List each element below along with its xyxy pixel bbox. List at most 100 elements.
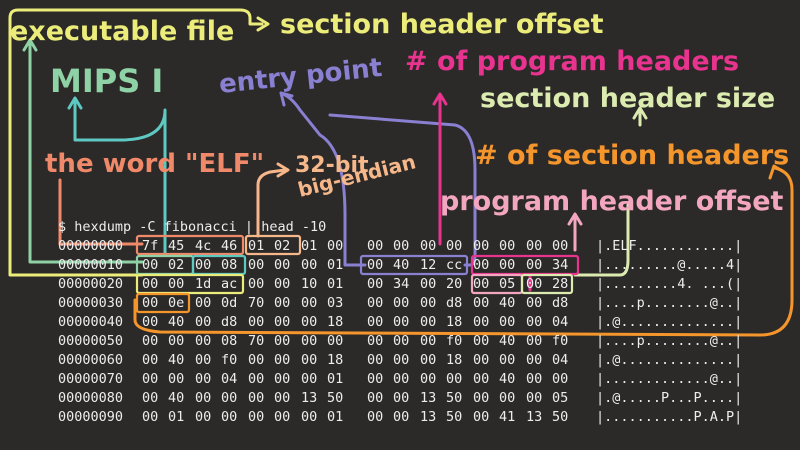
- hex-offset: 00000020: [58, 276, 123, 292]
- hex-byte: 70: [248, 333, 264, 349]
- hex-byte: 00: [142, 390, 158, 406]
- hex-byte: 00: [195, 371, 211, 387]
- hex-byte: 1d: [195, 276, 211, 292]
- hex-byte: 00: [221, 390, 237, 406]
- hex-byte: 00: [526, 352, 542, 368]
- hex-byte: 00: [473, 314, 489, 330]
- hex-byte: 00: [393, 352, 409, 368]
- hex-byte: ac: [221, 276, 237, 292]
- hex-byte: d8: [221, 314, 237, 330]
- arrowhead-section-header-size: [632, 106, 648, 120]
- hex-byte: 00: [168, 276, 184, 292]
- hex-ascii: |....p........@..|: [596, 295, 742, 311]
- hex-byte: 13: [420, 409, 436, 425]
- hex-byte: 18: [446, 314, 462, 330]
- hex-byte: 13: [420, 390, 436, 406]
- hex-byte: 00: [195, 295, 211, 311]
- connector-num-program-headers: [438, 93, 532, 292]
- hex-byte: 00: [142, 371, 158, 387]
- hex-byte: 00: [274, 371, 290, 387]
- hex-byte: 41: [499, 409, 515, 425]
- hex-byte: 04: [552, 314, 568, 330]
- hex-byte: 00: [195, 352, 211, 368]
- hex-byte: 01: [248, 238, 264, 254]
- arrowhead-mips: [67, 96, 83, 110]
- hex-byte: 00: [499, 390, 515, 406]
- hex-byte: 00: [248, 276, 264, 292]
- arrowhead-program-header-offset: [567, 212, 583, 226]
- hex-byte: 00: [552, 238, 568, 254]
- hex-byte: 00: [221, 409, 237, 425]
- connector-32bit: [256, 168, 287, 238]
- hex-byte: 00: [526, 371, 542, 387]
- hex-byte: 00: [499, 238, 515, 254]
- hex-byte: 05: [499, 276, 515, 292]
- hex-byte: 0d: [221, 295, 237, 311]
- label-executable-file: executable file: [10, 16, 234, 47]
- hex-byte: 18: [446, 352, 462, 368]
- hex-byte: 00: [195, 409, 211, 425]
- hex-offset: 00000030: [58, 295, 123, 311]
- hex-byte: 70: [248, 295, 264, 311]
- hex-byte: 00: [526, 238, 542, 254]
- hex-byte: 00: [393, 409, 409, 425]
- hex-byte: 00: [420, 238, 436, 254]
- hex-byte: 03: [327, 295, 343, 311]
- hex-byte: 40: [168, 390, 184, 406]
- hex-byte: 00: [367, 257, 383, 273]
- hex-byte: 00: [248, 314, 264, 330]
- hex-offset: 00000040: [58, 314, 123, 330]
- hex-byte: 00: [142, 409, 158, 425]
- hex-byte: 00: [420, 352, 436, 368]
- hex-byte: 00: [301, 371, 317, 387]
- hex-byte: 00: [393, 390, 409, 406]
- hex-byte: 40: [499, 295, 515, 311]
- hex-ascii: |.ELF............|: [596, 238, 742, 254]
- box-section-header-offset: [135, 273, 245, 295]
- hex-byte: 00: [248, 352, 264, 368]
- hex-byte: 00: [526, 276, 542, 292]
- hex-byte: 00: [526, 333, 542, 349]
- hex-byte: 28: [552, 276, 568, 292]
- hex-byte: 00: [367, 352, 383, 368]
- hex-byte: 00: [473, 409, 489, 425]
- hex-byte: 12: [420, 257, 436, 273]
- hex-byte: 00: [393, 238, 409, 254]
- hex-byte: 01: [327, 371, 343, 387]
- hex-byte: 50: [552, 409, 568, 425]
- hex-byte: 01: [327, 409, 343, 425]
- arrowhead-num-program-headers: [432, 92, 448, 106]
- hex-byte: 00: [301, 333, 317, 349]
- hex-byte: 10: [301, 276, 317, 292]
- hex-byte: 00: [327, 333, 343, 349]
- hex-byte: 00: [195, 257, 211, 273]
- hex-byte: f0: [446, 333, 462, 349]
- hex-byte: 00: [142, 352, 158, 368]
- box-num-section-headers: [135, 292, 191, 314]
- hex-byte: 00: [301, 352, 317, 368]
- hex-byte: 00: [393, 314, 409, 330]
- connector-section-header-offset: [8, 8, 264, 277]
- label-the-word-elf: the word "ELF": [45, 149, 264, 179]
- label-entry-point: entry point: [218, 53, 384, 100]
- hex-ascii: |.............@..|: [596, 371, 742, 387]
- hex-byte: 00: [473, 390, 489, 406]
- hex-byte: cc: [446, 257, 462, 273]
- hex-byte: f0: [552, 333, 568, 349]
- hex-offset: 00000080: [58, 390, 123, 406]
- hex-byte: 00: [248, 257, 264, 273]
- hex-byte: 00: [526, 257, 542, 273]
- hex-byte: 00: [393, 295, 409, 311]
- hex-byte: 00: [274, 276, 290, 292]
- label-mips-i: MIPS I: [50, 62, 163, 100]
- box-section-header-size: [520, 273, 574, 295]
- hex-byte: 01: [168, 409, 184, 425]
- hex-byte: 00: [499, 257, 515, 273]
- hex-byte: 00: [552, 371, 568, 387]
- hex-byte: 20: [446, 276, 462, 292]
- hex-byte: 00: [473, 276, 489, 292]
- hex-byte: 00: [327, 238, 343, 254]
- hex-byte: 00: [274, 390, 290, 406]
- hex-byte: 34: [552, 257, 568, 273]
- hex-byte: 00: [420, 314, 436, 330]
